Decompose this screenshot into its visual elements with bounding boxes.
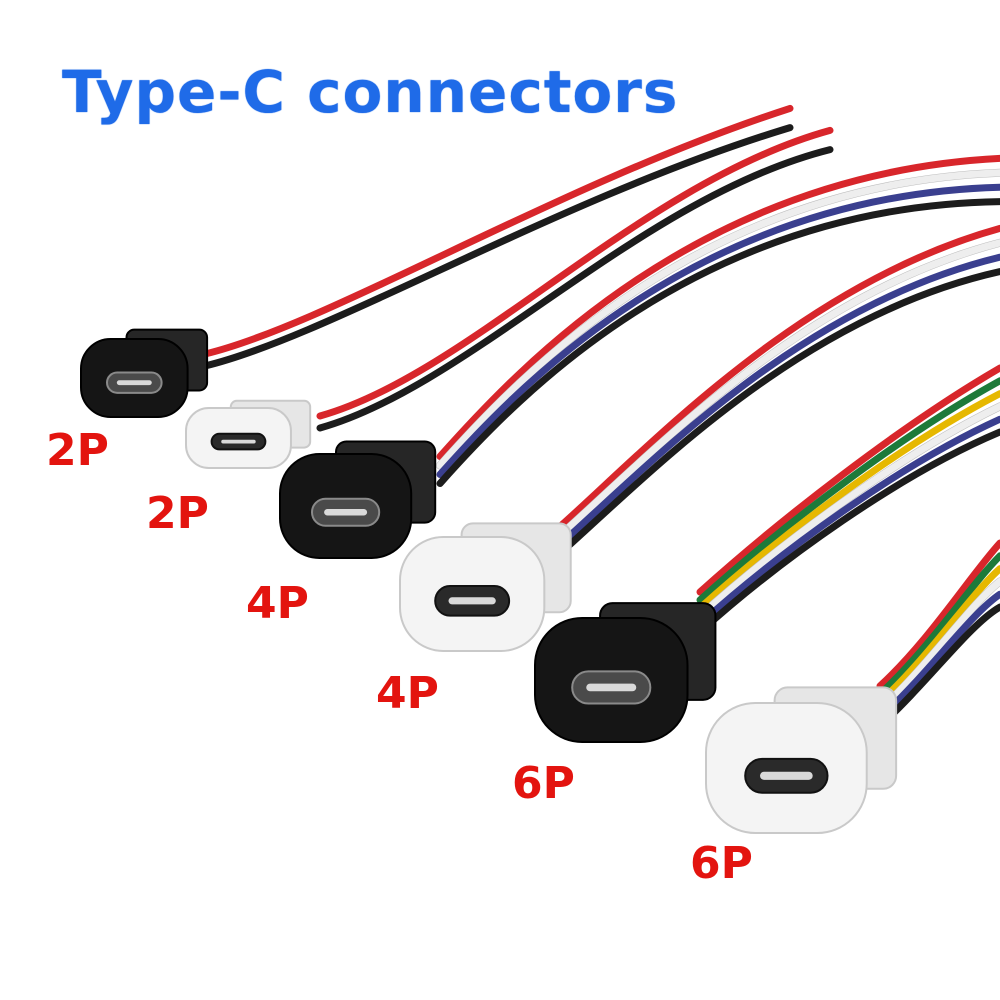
- product-title: Type-C connectors: [62, 58, 679, 126]
- wire-black: [696, 428, 1000, 636]
- wire-black: [316, 146, 834, 432]
- wire-blue: [876, 590, 1000, 722]
- wire-red: [201, 104, 794, 358]
- wire-blue: [696, 415, 1000, 628]
- connector-4: [399, 522, 572, 652]
- connector-2: [185, 399, 312, 469]
- connector-label-3: 4P: [246, 578, 309, 629]
- wire-black: [201, 124, 794, 370]
- wire-red: [556, 224, 1000, 530]
- connector-6: [705, 686, 898, 834]
- connector-label-2: 2P: [146, 488, 209, 539]
- usb-c-tongue: [586, 683, 637, 692]
- wire-black: [436, 198, 1000, 487]
- connector-1: [80, 328, 209, 418]
- usb-c-tongue: [221, 439, 256, 444]
- wire-green: [876, 552, 1000, 698]
- connector-label-1: 2P: [46, 425, 109, 476]
- usb-c-tongue: [116, 380, 152, 386]
- wire-blue: [556, 253, 1000, 548]
- usb-c-tongue: [324, 508, 368, 516]
- wire-black: [556, 268, 1000, 557]
- connector-5: [534, 602, 717, 743]
- wire-white: [556, 239, 1000, 539]
- wire-red: [696, 364, 1000, 596]
- usb-c-tongue: [760, 771, 813, 780]
- connector-label-6: 6P: [690, 838, 753, 889]
- usb-c-tongue: [448, 597, 496, 605]
- cable-bundle: [201, 104, 1000, 730]
- wire-black: [876, 603, 1000, 730]
- connector-label-5: 6P: [512, 758, 575, 809]
- wire-yellow: [876, 565, 1000, 706]
- wire-yellow: [696, 390, 1000, 612]
- wire-red: [316, 126, 834, 420]
- wire-white: [876, 577, 1000, 714]
- wire-red: [876, 539, 1000, 690]
- wire-red: [436, 154, 1000, 460]
- wire-white: [696, 402, 1000, 620]
- wire-blue: [436, 183, 1000, 478]
- connector-label-4: 4P: [376, 668, 439, 719]
- connector-housings: [80, 328, 898, 834]
- wire-green: [696, 377, 1000, 604]
- wire-white: [436, 169, 1000, 469]
- connector-3: [279, 440, 437, 559]
